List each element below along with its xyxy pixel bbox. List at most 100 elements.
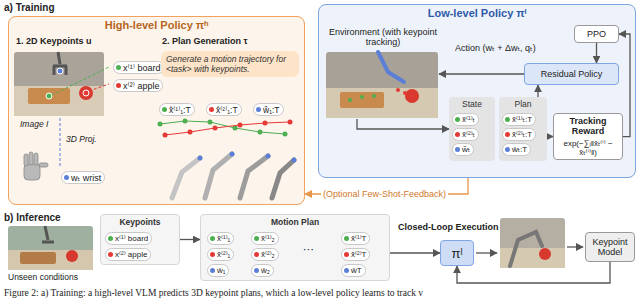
policy-box: πˡ (440, 240, 474, 266)
label-text: Image I (20, 119, 48, 129)
node-title: Residual Policy (541, 69, 603, 79)
node-title: Tracking Reward (557, 116, 619, 137)
process-box: Keypoint Model (585, 232, 635, 262)
keypoint-chip: x̂⁽²⁾₂ (251, 248, 279, 261)
environment-scene (396, 88, 414, 98)
process-box: PPO (574, 25, 619, 43)
trajectory-dots (208, 120, 213, 125)
robot-arm-poses (172, 152, 297, 199)
trajectory-dots (158, 119, 293, 138)
hand-icon (34, 153, 38, 165)
node-title: PPO (587, 29, 606, 39)
node-title: x̂⁽¹⁾₂ (261, 233, 275, 245)
group-box: Motion Plan x̂⁽¹⁾₁ x̂⁽²⁾₁ ŵ₁ x̂⁽¹⁾₂ x̂⁽²⁾₂ ŵ₂ x… (200, 214, 390, 281)
trajectory-dots (238, 123, 243, 128)
group-box: Plan x̂⁽¹⁾ₜ:T x̂⁽²⁾ₜ:T ŵₜ:T (499, 97, 547, 161)
trajectory-dots (283, 132, 288, 137)
environment-scene (348, 94, 376, 102)
trajectory-dots (213, 126, 218, 131)
environment-scene (348, 98, 352, 102)
keypoint-leader (52, 67, 109, 95)
environment-scene (340, 92, 384, 108)
keypoint-chip: x̂⁽¹⁾₁ (207, 232, 234, 245)
unseen-scene (42, 226, 54, 242)
hand-icon (24, 164, 40, 180)
node-title: Motion Plan (201, 217, 389, 227)
execution-scene (539, 248, 551, 260)
robot-arm-poses (198, 152, 297, 163)
trajectory-dots (158, 122, 163, 127)
robot-arm-poses (230, 152, 235, 157)
scene-photo (83, 90, 89, 96)
connector-arrow (439, 73, 524, 74)
figure-caption: Figure 2: a) Training: a high-level VLM … (4, 288, 423, 298)
label-text: Closed-Loop Execution (398, 222, 499, 232)
keypoint-dot (344, 236, 349, 241)
environment-scene (396, 88, 400, 92)
trajectory-dots (183, 119, 188, 124)
loop-arrow (476, 252, 497, 253)
robot-arm-poses (272, 160, 294, 198)
scene-photo (57, 68, 63, 74)
keypoint-dot (256, 107, 261, 112)
keypoint-chip: ŵ₂ (251, 264, 274, 277)
keypoint-chip: x̃⁽²⁾ₜ (452, 128, 479, 141)
panel-fill (8, 16, 305, 205)
keypoint-chip: x̂⁽²⁾T (341, 248, 370, 261)
connector-arrow (390, 252, 440, 253)
keypoint-chip: x̂⁽²⁾₁:T (206, 103, 242, 116)
process-box: Tracking Rewardexp(−∑ᵢ‖x̂ₜ⁽ⁱ⁾ − x̃ₜ⁽ⁱ⁾‖) (553, 113, 623, 160)
robot-arm-poses (198, 156, 203, 161)
node-title: w̃ₜ (462, 144, 470, 156)
node-title: x̂⁽²⁾ₜ:T (512, 129, 532, 141)
node-title: Keypoint Model (589, 237, 631, 258)
keypoint-chip: x̂⁽¹⁾₁:T (159, 103, 195, 116)
scene-photo (79, 86, 93, 100)
keypoint-chip: x⁽²⁾ apple (105, 248, 151, 261)
node-title: Plan (499, 99, 547, 109)
connector-arrow (180, 239, 200, 240)
loop-arrow (476, 247, 583, 253)
execution-scene (510, 232, 542, 266)
keypoint-chip: ŵ₁ (207, 264, 229, 277)
keypoint-dot (116, 83, 121, 88)
scene-photo (14, 52, 104, 116)
node-title: x̂⁽²⁾₁ (217, 249, 230, 261)
process-box: Residual Policy (524, 63, 619, 85)
node-title: Low-level Policy πˡ (319, 7, 635, 19)
keypoint-dot (344, 268, 349, 273)
keypoint-dot (108, 236, 113, 241)
unseen-scene (8, 226, 93, 270)
keypoint-dot (254, 252, 259, 257)
keypoint-chip: x̂⁽¹⁾T (341, 232, 370, 245)
keypoint-chip: ŵ₁:T (253, 103, 284, 116)
label-text: 2. Plan Generation τ (162, 36, 248, 46)
execution-scene (500, 218, 565, 268)
node-title: x̂⁽²⁾₁:T (216, 104, 238, 116)
keypoint-chip: x⁽²⁾ apple (113, 79, 163, 92)
scene-photo (46, 93, 52, 99)
keypoint-chip: ŵₜ:T (502, 143, 531, 156)
keypoint-dot (210, 236, 215, 241)
node-title: High-level Policy πʰ (9, 19, 304, 31)
edge-label: Action (wₜ + Δwₜ, qₜ) (453, 43, 538, 53)
label-text: b) Inference (4, 212, 61, 223)
node-title: x⁽¹⁾ board (115, 233, 148, 245)
robot-arm-poses (240, 156, 268, 198)
scene-photo (53, 52, 67, 75)
unseen-scene (20, 252, 56, 264)
keypoint-chip: x̂⁽¹⁾ₜ:T (502, 113, 536, 126)
label-text: 1. 2D Keypoints u (16, 36, 92, 46)
scene-photo (28, 88, 70, 104)
robot-arm-poses (292, 158, 297, 163)
hand-icon (39, 163, 48, 167)
keypoint-chip: x̂⁽¹⁾₂ (251, 232, 279, 245)
keypoint-dot (162, 107, 167, 112)
hand-icon (24, 154, 28, 166)
keypoint-dot (254, 268, 259, 273)
environment-scene (372, 94, 376, 98)
environment-view: Environment (with keypoint tracking) (327, 27, 439, 119)
trajectory-dots (165, 122, 290, 135)
keypoint-chip: ŵT (341, 264, 366, 277)
